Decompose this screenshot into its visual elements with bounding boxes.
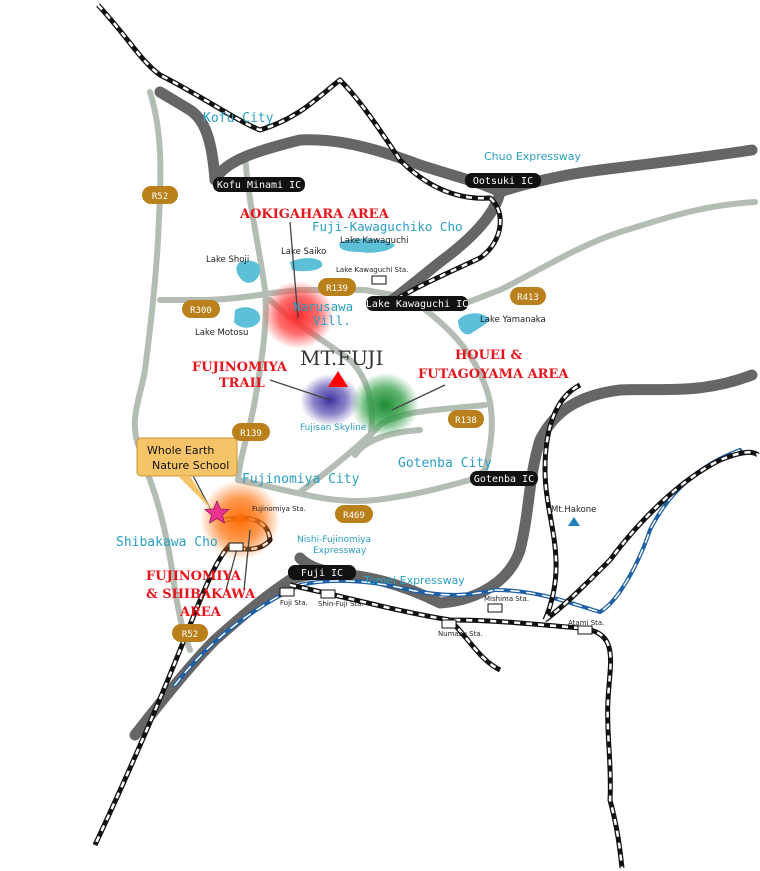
narusawa-label-1: Narusawa (293, 299, 353, 314)
shin-fuji-station-marker (320, 589, 336, 599)
route-r139-south: R139 (240, 429, 262, 439)
ic-kofu-minami: Kofu Minami IC (217, 180, 301, 191)
chuo-expressway-label: Chuo Expressway (484, 150, 582, 163)
shibakawa-cho-label: Shibakawa Cho (116, 535, 218, 550)
ic-ootsuki: Ootsuki IC (473, 176, 533, 187)
shibakawa-area-label-3: AREA (179, 605, 222, 620)
route-r52-north: R52 (152, 192, 168, 202)
school-name-line2: Nature School (152, 459, 229, 472)
route-r300: R300 (190, 306, 212, 316)
houei-area-blob (351, 373, 419, 437)
school-name-line1: Whole Earth (147, 444, 214, 457)
gotenba-city-label: Gotenba City (398, 456, 492, 471)
ic-gotenba: Gotenba IC (474, 474, 534, 485)
lake-yamanaka-shape (458, 313, 490, 335)
red-triangle-peak-icon (328, 371, 348, 387)
shibakawa-area-label-1: FUJINOMIYA (146, 569, 242, 584)
route-r139-north: R139 (326, 284, 348, 294)
lake-shoji-shape (236, 260, 261, 283)
station-markers (228, 275, 593, 635)
fuji-kawaguchiko-label: Fuji-Kawaguchiko Cho (312, 219, 463, 234)
lake-kawaguchi-station-marker (371, 275, 387, 285)
lake-motosu-label: Lake Motosu (195, 328, 248, 338)
route-r469: R469 (343, 511, 365, 521)
lakes (234, 238, 490, 335)
ic-badges: Kofu Minami IC Ootsuki IC Lake Kawaguchi… (213, 173, 541, 580)
route-r413: R413 (517, 293, 539, 303)
nishi-fujinomiya-label-2: Expressway (313, 546, 367, 556)
tomei-expressway-label: Tomei Expressway (363, 574, 465, 587)
numazu-station-marker (441, 619, 457, 629)
numazu-station-label: Numazu Sta. (438, 630, 483, 638)
fujisan-skyline-label: Fujisan Skyline (300, 423, 367, 433)
atami-station-label: Atami Sta. (568, 619, 604, 627)
mishima-station-label: Mishima Sta. (484, 595, 529, 603)
kofu-city-label: Kofu City (203, 111, 274, 126)
school-callout[interactable]: Whole Earth Nature School (136, 437, 238, 510)
houei-area-label-1: HOUEI & (455, 348, 522, 363)
route-r138: R138 (455, 416, 477, 426)
area-labels: AOKIGAHARA AREA FUJINOMIYA TRAIL HOUEI &… (146, 207, 569, 620)
railways (92, 3, 760, 869)
mishima-station-marker (487, 603, 503, 613)
lake-motosu-shape (234, 307, 261, 328)
ic-fuji: Fuji IC (301, 568, 343, 579)
fuji-station-label: Fuji Sta. (280, 599, 308, 607)
lake-saiko-shape (290, 258, 323, 272)
lake-kawaguchi-label: Lake Kawaguchi (340, 236, 409, 246)
lake-yamanaka-label: Lake Yamanaka (480, 315, 546, 325)
fujinomiya-trail-label-2: TRAIL (219, 376, 265, 391)
star-icon[interactable] (203, 500, 231, 524)
shibakawa-area-blob (200, 480, 280, 560)
route-badges: R52 R300 R139 R413 R138 R139 R469 R52 (142, 186, 546, 642)
lake-kawaguchi-station-label: Lake Kawaguchi Sta. (336, 266, 408, 274)
lake-saiko-label: Lake Saiko (281, 247, 326, 257)
atami-station-marker (577, 625, 593, 635)
fujinomiya-station-label: Fujinomiya Sta. (252, 505, 306, 513)
houei-area-label-2: FUTAGOYAMA AREA (418, 367, 569, 382)
lake-kawaguchi-shape (339, 238, 395, 253)
area-highlights (200, 281, 419, 560)
narusawa-label-2: Vill. (313, 313, 351, 328)
ic-lake-kawaguchi: Lake Kawaguchi IC (366, 299, 468, 310)
fujinomiya-station-marker (228, 542, 244, 552)
fuji-station-marker (279, 587, 295, 597)
city-labels: Kofu City Chuo Expressway Fuji-Kawaguchi… (116, 111, 582, 587)
shibakawa-area-label-2: & SHIBAKAWA (146, 587, 256, 602)
lake-labels: Lake Shoji Lake Saiko Lake Kawaguchi Lak… (195, 236, 546, 338)
mt-hakone-label: Mt.Hakone (551, 505, 596, 515)
station-labels: Lake Kawaguchi Sta. Fujinomiya Sta. Fuji… (252, 266, 604, 638)
blue-triangle-peak-icon (568, 517, 580, 526)
aokigahara-area-label: AOKIGAHARA AREA (239, 207, 390, 222)
fujinomiya-trail-label-1: FUJINOMIYA (192, 360, 288, 375)
lake-shoji-label: Lake Shoji (206, 255, 249, 265)
nishi-fujinomiya-label-1: Nishi-Fujinomiya (297, 535, 371, 545)
shin-fuji-station-label: Shin-Fuji Sta. (318, 600, 364, 608)
route-r52-south: R52 (182, 630, 198, 640)
fujinomiya-city-label: Fujinomiya City (242, 472, 360, 487)
mt-fuji-label: MT.FUJI (300, 346, 383, 370)
